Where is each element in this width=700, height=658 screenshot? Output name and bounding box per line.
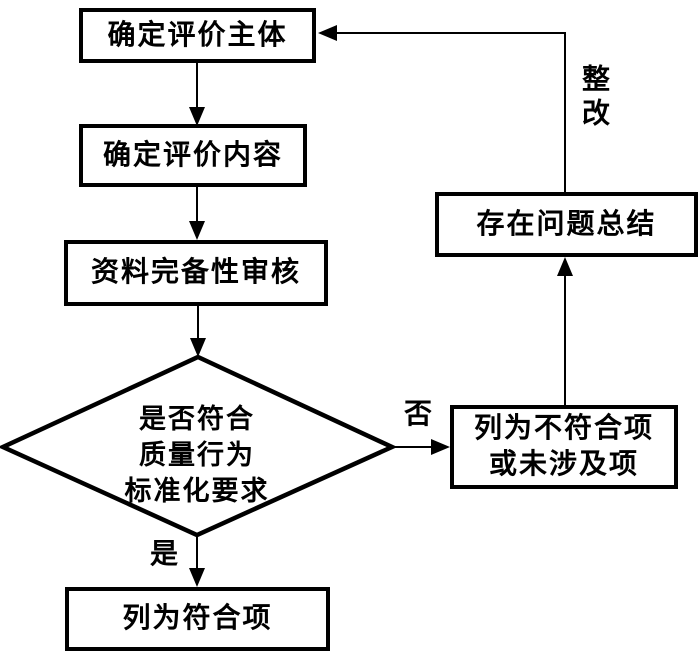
arrow-content-to-review <box>189 187 205 240</box>
arrow-decision-no <box>392 439 450 455</box>
arrow-subject-to-content <box>189 63 205 126</box>
node-determine-content: 确定评价内容 <box>79 124 307 187</box>
node-determine-content-label: 确定评价内容 <box>102 139 283 171</box>
decision-label-line1: 是否符合 <box>139 404 255 434</box>
node-determine-subject-label: 确定评价主体 <box>107 19 288 51</box>
node-problem-summary-label: 存在问题总结 <box>476 208 657 240</box>
edge-label-no: 否 <box>401 400 435 432</box>
arrow-review-to-decision <box>190 306 206 357</box>
node-decision: 是否符合 质量行为 标准化要求 <box>57 400 337 510</box>
node-conforming-label: 列为符合项 <box>122 603 273 634</box>
edge-label-rectify: 整改 <box>574 64 609 140</box>
node-problem-summary: 存在问题总结 <box>435 192 698 257</box>
node-material-review-label: 资料完备性审核 <box>90 257 301 288</box>
node-conforming: 列为符合项 <box>65 587 330 651</box>
node-determine-subject: 确定评价主体 <box>79 8 316 63</box>
node-material-review: 资料完备性审核 <box>64 240 328 306</box>
arrow-rectify-feedback <box>318 25 566 192</box>
nonconforming-label-line1: 列为不符合项 <box>473 413 654 444</box>
edge-label-yes: 是 <box>147 540 181 572</box>
decision-label-line2: 质量行为 <box>139 440 255 470</box>
arrow-decision-yes <box>189 535 205 587</box>
nonconforming-label-line2: 或未涉及项 <box>488 449 639 480</box>
decision-label-line3: 标准化要求 <box>124 476 270 506</box>
node-nonconforming: 列为不符合项 或未涉及项 <box>450 405 678 489</box>
arrow-nonconforming-to-summary <box>557 257 573 405</box>
